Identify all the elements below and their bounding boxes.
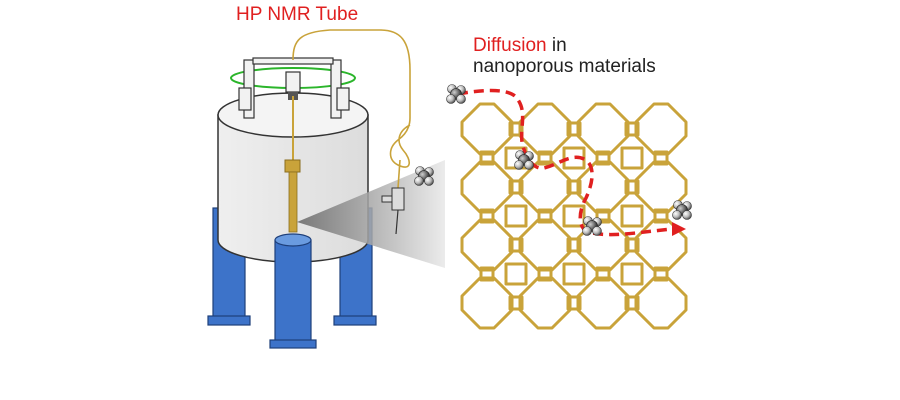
framework-link [566,179,582,195]
nanoporous-label: nanoporous materials [473,56,656,77]
framework-link [595,208,611,224]
framework-link [508,179,524,195]
framework-link [479,208,495,224]
framework-link [562,262,586,286]
framework-cage [518,218,572,272]
diffusion-title: Diffusion in nanoporous materials [473,35,656,77]
framework-cage [576,160,630,214]
framework-cage [460,160,514,214]
molecule-icon [446,84,466,104]
molecule-icon [672,200,692,220]
hp-nmr-tube-label: HP NMR Tube [236,4,359,25]
framework-link [537,208,553,224]
framework-link [595,150,611,166]
framework-link [653,208,669,224]
framework-link [620,204,644,228]
magnet-leg-front [274,239,312,345]
framework-link [562,204,586,228]
framework-cage [460,276,514,330]
framework-link [620,146,644,170]
framework-link [508,295,524,311]
framework-link [537,150,553,166]
framework-cage [576,276,630,330]
framework-link [653,266,669,282]
framework-link [479,266,495,282]
framework-cage [634,276,688,330]
framework-link [566,295,582,311]
framework-link [479,150,495,166]
framework-link [508,121,524,137]
framework-cage [634,102,688,156]
sample-tube [288,171,298,233]
framework-link [504,204,528,228]
arrow-head-icon [672,222,686,236]
framework-link [624,179,640,195]
diffusion-word: Diffusion [473,35,547,56]
framework-cage [576,102,630,156]
framework-link [595,266,611,282]
framework-link [566,121,582,137]
capillary-line [292,29,411,168]
diffusion-in: in [546,35,567,56]
nanoporous-framework [460,102,688,330]
framework-link [620,262,644,286]
framework-link [508,237,524,253]
framework-link [566,237,582,253]
framework-cage [518,102,572,156]
framework-link [504,262,528,286]
framework-cage [460,102,514,156]
framework-link [624,121,640,137]
framework-link [624,237,640,253]
diffusion-arrow-icon [457,88,673,237]
framework-link [653,150,669,166]
framework-link [624,295,640,311]
framework-cage [460,218,514,272]
zoom-cone [297,160,445,268]
framework-cage [518,276,572,330]
framework-link [537,266,553,282]
valve-icon [381,187,405,235]
